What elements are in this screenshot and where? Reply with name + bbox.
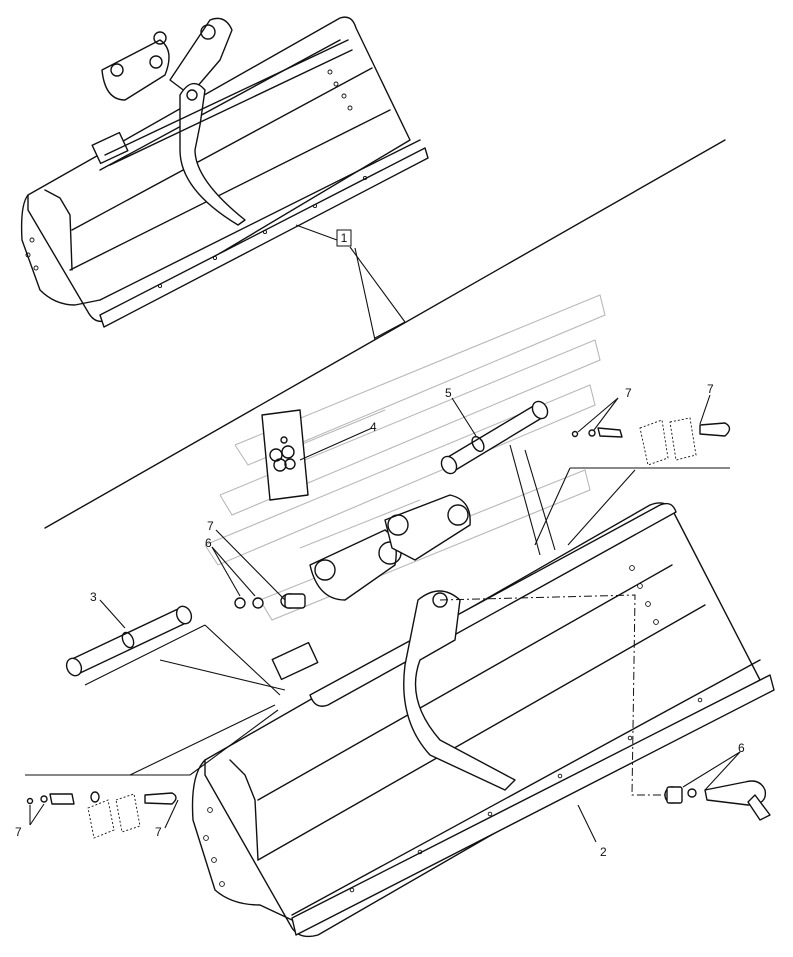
- separator-line: [44, 139, 726, 529]
- leader-lines: [25, 224, 741, 843]
- callout-1-label: 1: [341, 231, 348, 245]
- clip-group-bottom-left: [26, 791, 177, 839]
- watermark-logo: [204, 294, 606, 621]
- callout-5-label: 5: [445, 386, 452, 400]
- callout-2-label: 2: [600, 845, 607, 859]
- bucket-assembly-top: [20, 16, 429, 328]
- callout-1: 1: [336, 229, 352, 247]
- bucket-main: [191, 494, 775, 938]
- callout-7-top-b-label: 7: [707, 382, 714, 396]
- clip-group-top-right: [571, 417, 731, 466]
- pin-item-5: [440, 400, 549, 475]
- washer-group-right: [664, 780, 771, 821]
- callout-7-top-a-label: 7: [625, 386, 632, 400]
- seal-kit-item-4: [261, 409, 309, 501]
- callout-4-label: 4: [370, 420, 377, 434]
- callout-6-left-label: 6: [205, 536, 212, 550]
- centerline: [439, 594, 665, 796]
- callout-7-bottom-b-label: 7: [155, 825, 162, 839]
- callout-7-bottom-a-label: 7: [15, 825, 22, 839]
- bushing-group-mid: [234, 593, 306, 609]
- callout-7-mid-label: 7: [207, 519, 214, 533]
- pin-item-3: [65, 605, 193, 677]
- callout-6-right-label: 6: [738, 741, 745, 755]
- callout-3-label: 3: [90, 590, 97, 604]
